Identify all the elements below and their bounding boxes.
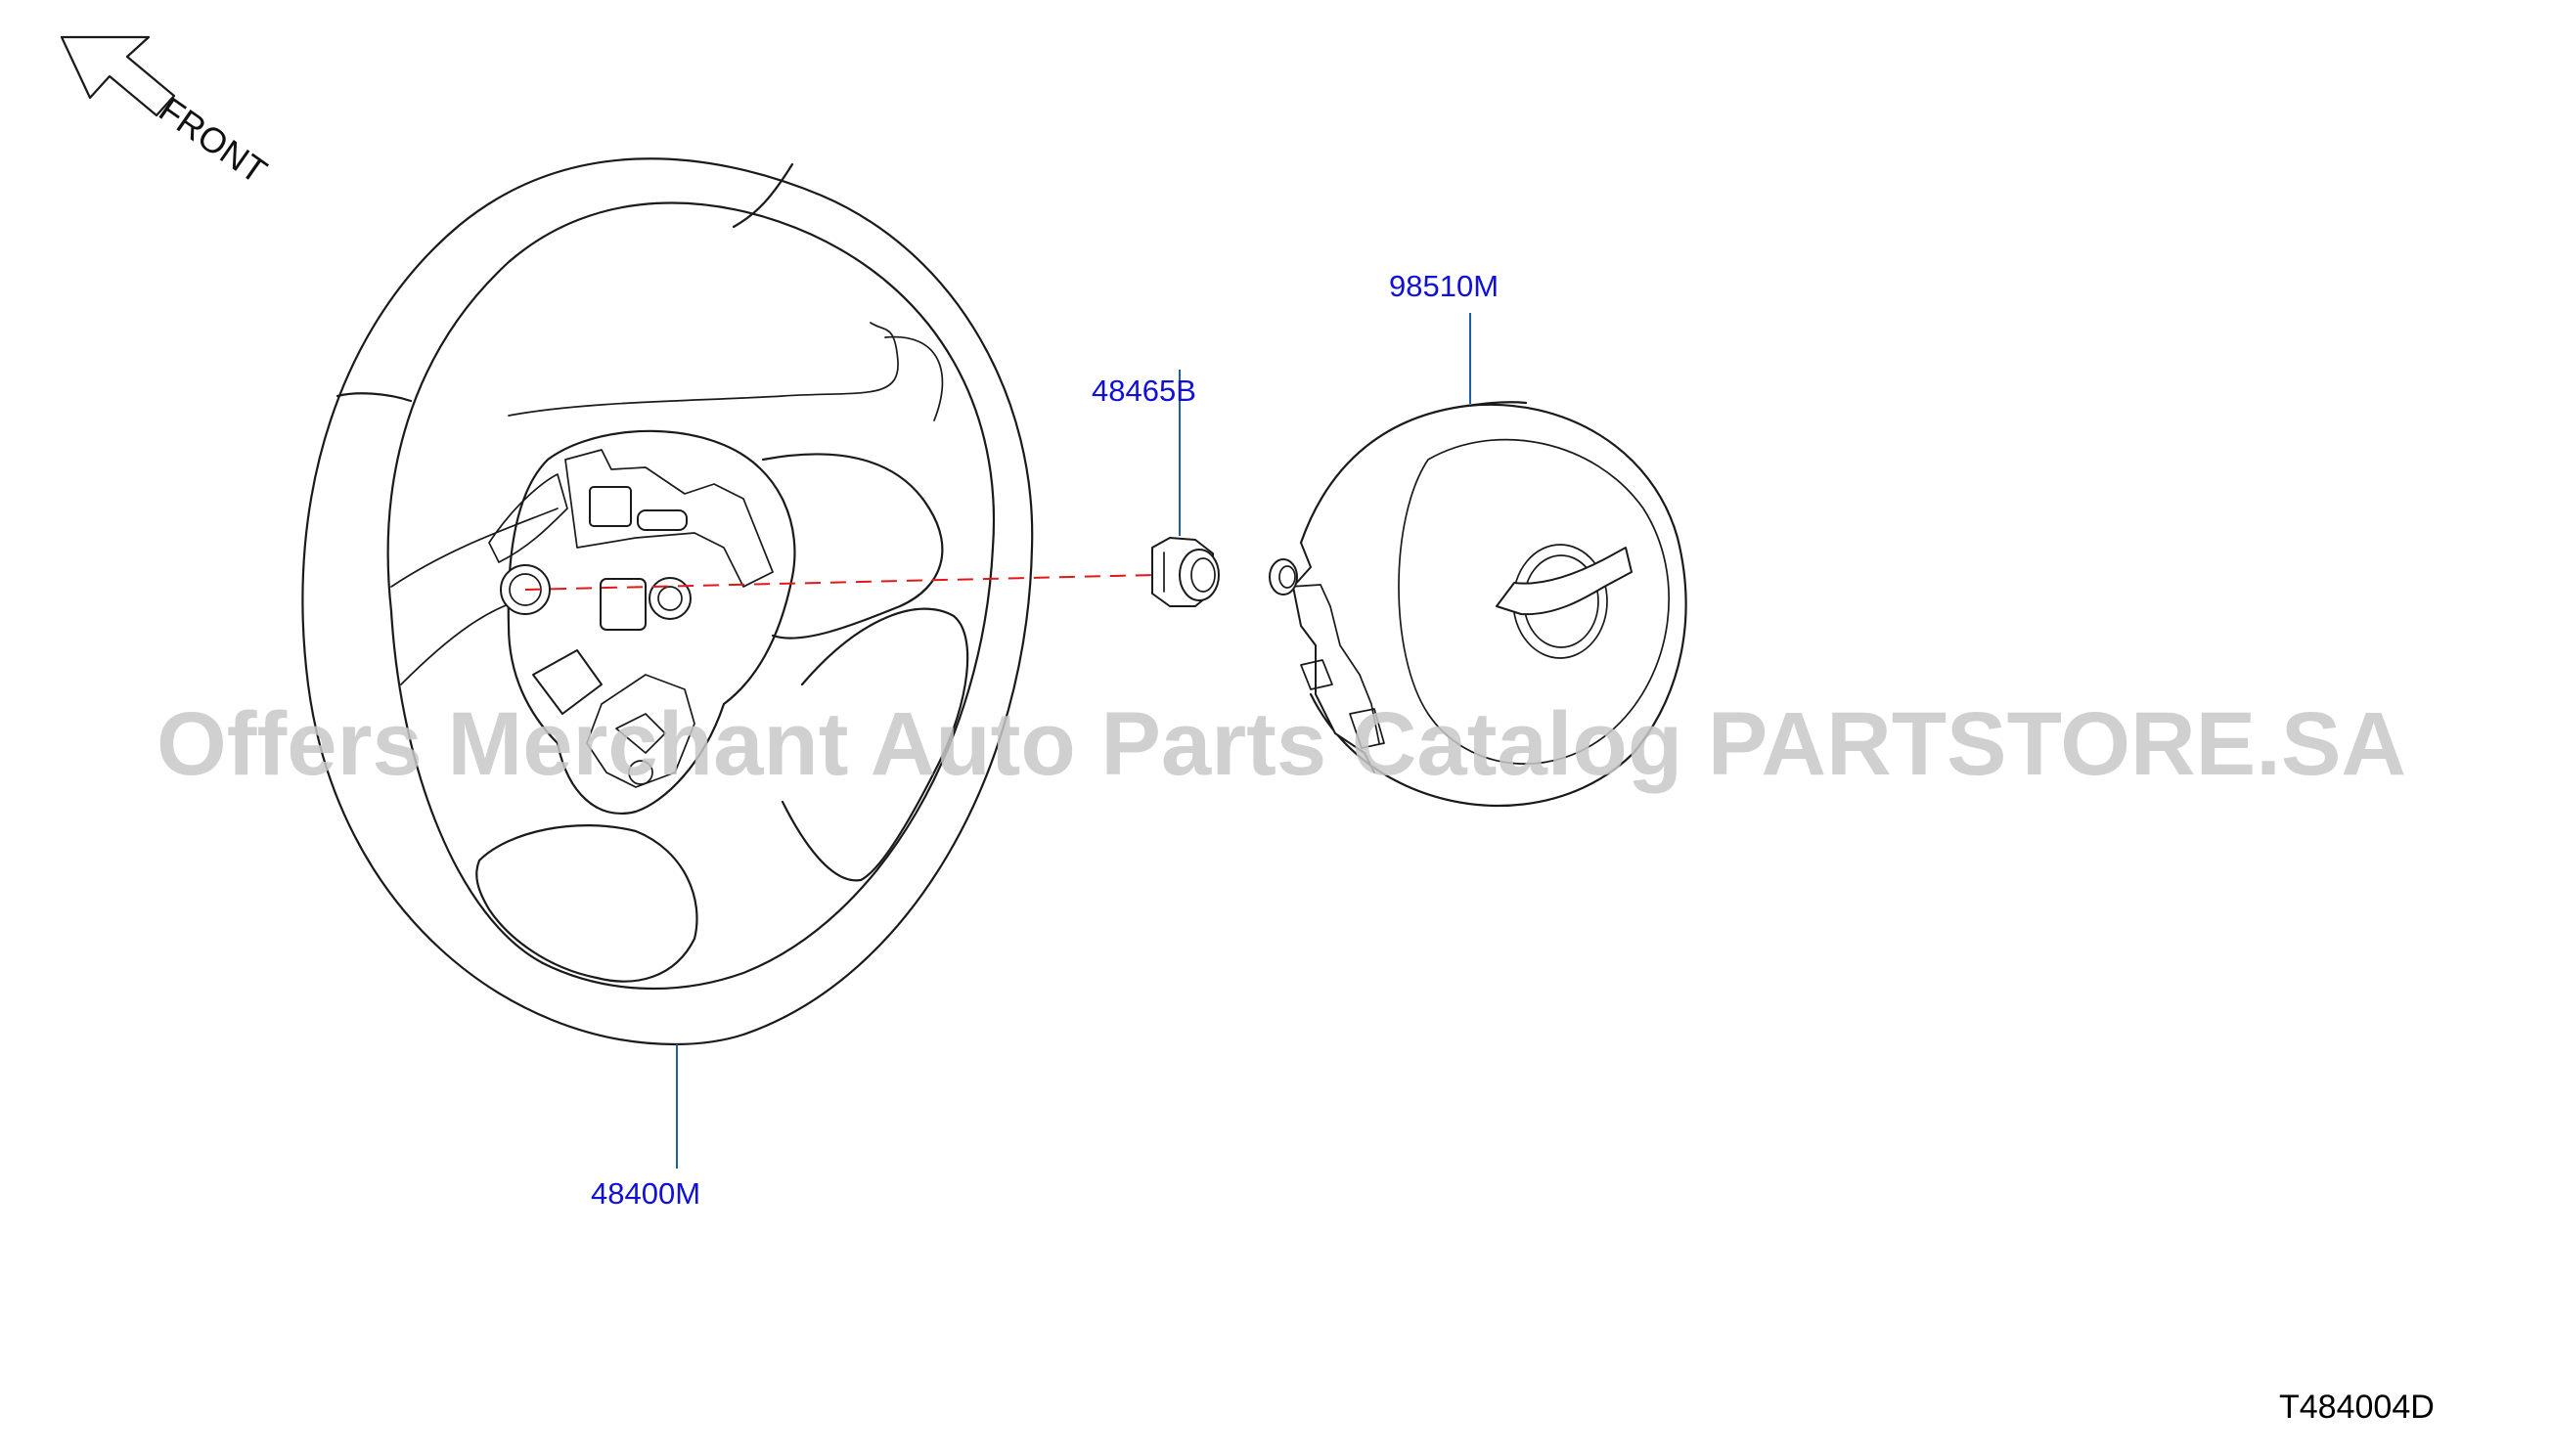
part-label-98510m[interactable]: 98510M xyxy=(1389,269,1499,303)
airbag-module-drawing xyxy=(1269,401,1687,808)
figure-code: T484004D xyxy=(2279,1389,2435,1426)
part-label-48465b[interactable]: 48465B xyxy=(1092,374,1196,408)
front-label: FRONT xyxy=(152,89,274,192)
part-label-48400m[interactable]: 48400M xyxy=(591,1176,700,1211)
steering-wheel-drawing xyxy=(301,157,1034,1046)
center-axis-line xyxy=(524,574,1155,591)
watermark-text: Offers Merchant Auto Parts Catalog PARTS… xyxy=(157,694,2406,794)
front-arrow-icon xyxy=(60,35,176,117)
nut-drawing xyxy=(1151,537,1220,607)
